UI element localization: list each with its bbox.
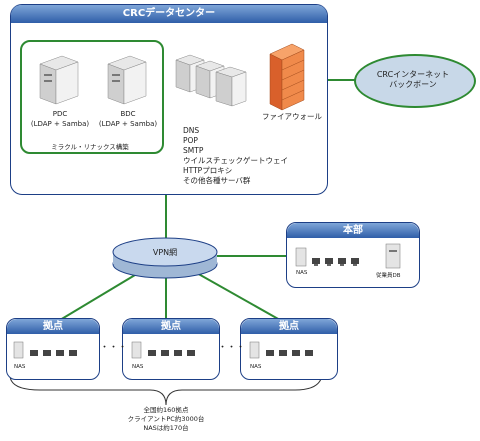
service-item: DNS <box>183 126 200 135</box>
branch-title: 拠点 <box>241 319 337 334</box>
summary-line: NASは約170台 <box>143 424 189 432</box>
hq-nas-label: NAS <box>296 270 308 276</box>
summary-text: 全国約160拠点 クライアントPC約3000台 NASは約170台 <box>100 406 232 433</box>
service-item: その他各種サーバ群 <box>183 176 251 185</box>
bdc-label: BDC <box>120 110 136 118</box>
bdc-server-icon <box>107 55 147 105</box>
branch-title: 拠点 <box>123 319 219 334</box>
service-item: HTTPプロキシ <box>183 166 233 175</box>
hq-box: 本部 <box>286 222 420 288</box>
branch-box: 拠点 <box>240 318 338 380</box>
service-servers-icon <box>175 54 247 107</box>
backbone-ellipse <box>354 54 476 108</box>
branch-pc-icons <box>30 350 77 356</box>
summary-line: クライアントPC約3000台 <box>127 415 205 423</box>
ellipsis-dots: ・・・ <box>100 343 128 353</box>
hq-pc-icons <box>312 258 359 266</box>
summary-line: 全国約160拠点 <box>143 406 189 414</box>
branch-nas-label: NAS <box>132 364 144 370</box>
service-item: POP <box>183 136 198 145</box>
ellipsis-dots: ・・・ <box>218 343 246 353</box>
pdc-server-icon <box>39 55 79 105</box>
group-label: ミラクル・リナックス構築 <box>40 144 140 151</box>
branch-nas-label: NAS <box>14 364 26 370</box>
hq-employee-db-icon <box>385 243 401 269</box>
branch-nas-icon <box>131 341 142 359</box>
branch-pc-icons <box>266 350 313 356</box>
pdc-label: PDC <box>52 110 68 118</box>
firewall-icon <box>269 43 305 111</box>
branch-pc-icons <box>148 350 195 356</box>
branch-title: 拠点 <box>7 319 99 334</box>
hq-nas-icon <box>295 247 307 267</box>
branch-nas-icon <box>13 341 24 359</box>
hq-title: 本部 <box>287 223 419 238</box>
miracle-linux-group <box>20 40 164 154</box>
backbone-line2: バックボーン <box>389 80 437 89</box>
pdc-sub-label: (LDAP + Samba) <box>30 120 90 128</box>
firewall-label: ファイアウォール <box>262 112 322 121</box>
datacenter-title: CRCデータセンター <box>11 5 327 23</box>
service-item: SMTP <box>183 146 204 155</box>
services-list: DNS POP SMTP ウイルスチェックゲートウェイ HTTPプロキシ その他… <box>183 126 288 186</box>
service-item: ウイルスチェックゲートウェイ <box>183 156 288 165</box>
vpn-label: VPN網 <box>152 248 178 257</box>
backbone-line1: CRCインターネット <box>376 70 450 79</box>
hq-employee-db-label: 従業員DB <box>376 273 401 279</box>
branch-nas-icon <box>249 341 260 359</box>
branch-nas-label: NAS <box>250 364 262 370</box>
bdc-sub-label: (LDAP + Samba) <box>98 120 158 128</box>
